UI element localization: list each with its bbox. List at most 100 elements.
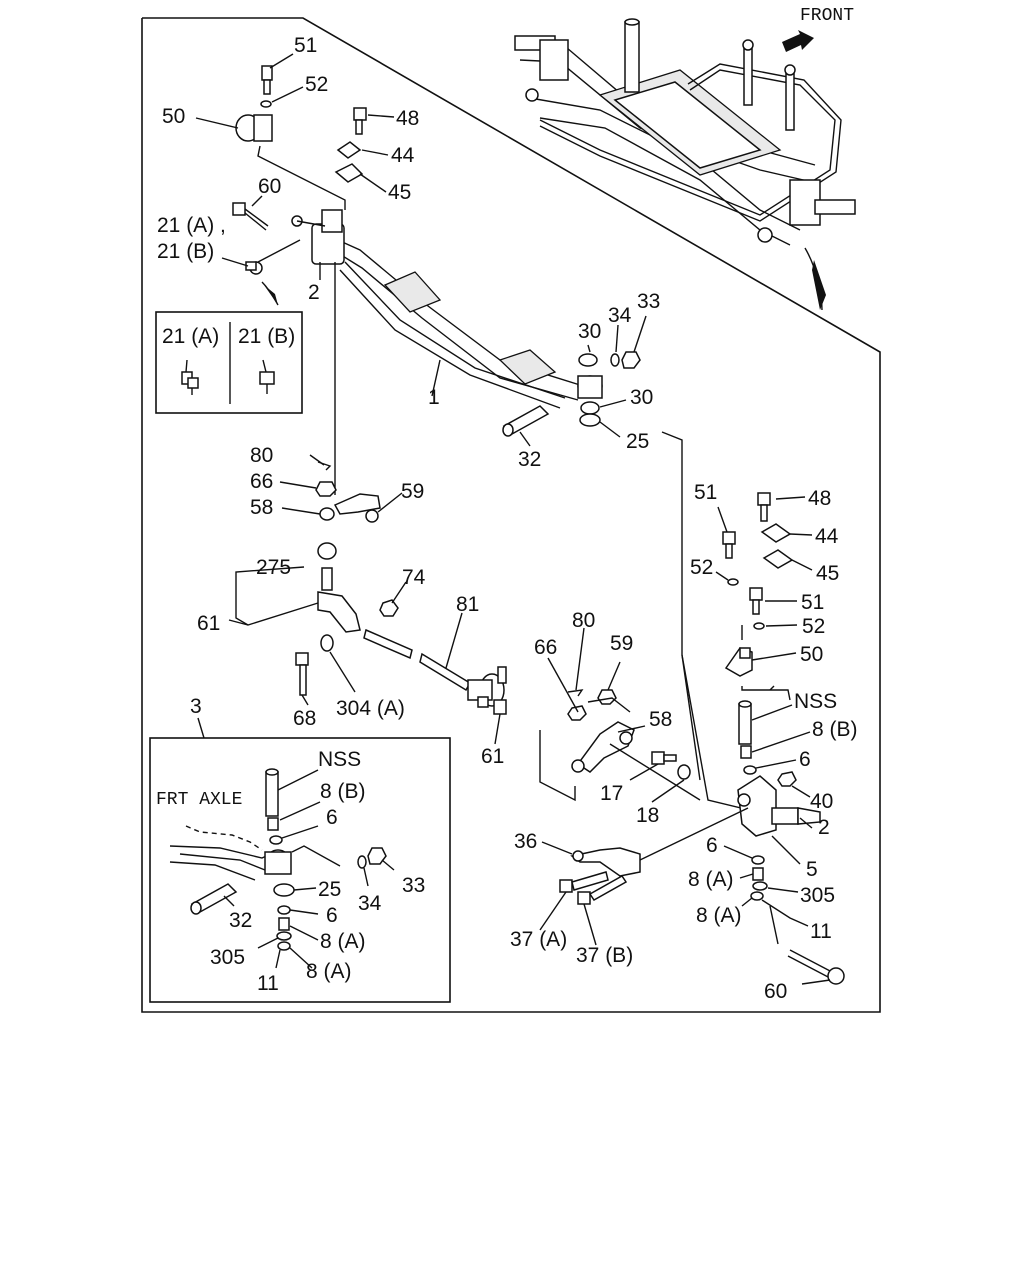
seal-305a (752, 881, 768, 891)
box-label-21b: 21 (B) (238, 325, 295, 348)
detail-box-3 (149, 737, 451, 1003)
label-36: 36 (514, 830, 537, 853)
label-frt-axle: FRT AXLE (156, 790, 242, 810)
label-60b: 60 (764, 980, 787, 1003)
label-58b: 58 (649, 708, 672, 731)
nut-33a (621, 351, 641, 369)
washer-30b (580, 401, 600, 415)
washer-34a (610, 353, 620, 367)
label-33b: 33 (402, 874, 425, 897)
nut-59b (597, 689, 617, 705)
label-305b: 305 (210, 946, 245, 969)
detail-seal-305 (276, 931, 292, 941)
nut-74 (379, 599, 399, 617)
label-17: 17 (600, 782, 623, 805)
detail-pin-32 (190, 883, 238, 915)
label-304a: 304 (A) (336, 697, 405, 720)
label-68: 68 (293, 707, 316, 730)
bushing-8a1 (752, 867, 764, 881)
label-6c: 6 (326, 806, 338, 829)
bushing-50a (235, 114, 273, 142)
detail-washer-25 (273, 883, 295, 897)
label-44a: 44 (391, 144, 415, 167)
label-51a: 51 (294, 34, 317, 57)
grease-fitting-21 (245, 261, 263, 275)
label-305a: 305 (800, 884, 835, 907)
bushing-8a2 (750, 891, 764, 901)
label-30a: 30 (578, 320, 601, 343)
washer-18 (677, 764, 691, 780)
bracket-50b (724, 647, 753, 677)
bolt-68 (295, 652, 309, 696)
label-52b: 52 (690, 556, 713, 579)
washer-6a (743, 765, 757, 775)
label-40: 40 (810, 790, 833, 813)
label-45a: 45 (388, 181, 411, 204)
plate-45b (762, 549, 794, 569)
label-11b: 11 (257, 972, 279, 995)
label-51c: 51 (801, 591, 824, 614)
detail-3-axle-end (169, 825, 292, 881)
fitting-21a-icon (181, 371, 199, 395)
label-6d: 6 (326, 904, 338, 927)
steering-knuckle-2 (737, 775, 821, 837)
detail-bushing-8a2 (277, 941, 291, 951)
box-label-21a: 21 (A) (162, 325, 219, 348)
nut-66b (567, 705, 587, 721)
label-1: 1 (428, 386, 440, 409)
label-61b: 61 (481, 745, 504, 768)
bolt-48b (757, 492, 771, 522)
arrow-icon (782, 30, 814, 52)
label-80b: 80 (572, 609, 595, 632)
bolt-51a (261, 65, 273, 95)
washer-304a (320, 634, 334, 652)
bolt-60b (787, 949, 845, 985)
arm-59-link (333, 493, 381, 523)
bolt-48a (353, 107, 367, 135)
bolt-51b (722, 531, 736, 559)
washer-25a (579, 413, 601, 427)
bushing-8b (740, 745, 752, 759)
label-80a: 80 (250, 444, 273, 467)
bolt-60a (232, 202, 269, 231)
label-8a-3: 8 (A) (320, 930, 366, 953)
label-2a: 2 (308, 281, 320, 304)
detail-nut-33 (367, 847, 387, 865)
label-5: 5 (806, 858, 818, 881)
label-275: 275 (256, 556, 291, 579)
label-61a: 61 (197, 612, 220, 635)
bushing-275 (317, 542, 337, 560)
washer-58a (319, 507, 335, 521)
bolt-17 (651, 751, 677, 765)
axle-assembly-overview (514, 18, 856, 311)
detail-washer-6d (277, 905, 291, 915)
pitman-arm-61a (317, 567, 361, 633)
washer-6b (751, 855, 765, 865)
label-34b: 34 (358, 892, 382, 915)
label-30b: 30 (630, 386, 653, 409)
label-58a: 58 (250, 496, 273, 519)
label-60a: 60 (258, 175, 281, 198)
detail-washer-34 (357, 855, 367, 869)
fitting-detail-box (155, 311, 303, 414)
label-37b: 37 (B) (576, 944, 633, 967)
front-label: FRONT (800, 6, 854, 26)
label-11a: 11 (810, 920, 832, 943)
label-51b: 51 (694, 481, 717, 504)
label-33a: 33 (637, 290, 660, 313)
plate-45a (334, 163, 364, 183)
detail-washer-6 (269, 835, 283, 845)
label-81: 81 (456, 593, 479, 616)
nut-40 (777, 771, 797, 787)
bolt-51c (749, 587, 763, 615)
label-59a: 59 (401, 480, 424, 503)
label-34a: 34 (608, 304, 632, 327)
label-52c: 52 (802, 615, 825, 638)
label-nss-1: NSS (794, 690, 837, 713)
label-59b: 59 (610, 632, 633, 655)
pin-32a (502, 405, 550, 437)
washer-52b (727, 578, 739, 586)
label-50b: 50 (800, 643, 823, 666)
label-8a-4: 8 (A) (306, 960, 352, 983)
